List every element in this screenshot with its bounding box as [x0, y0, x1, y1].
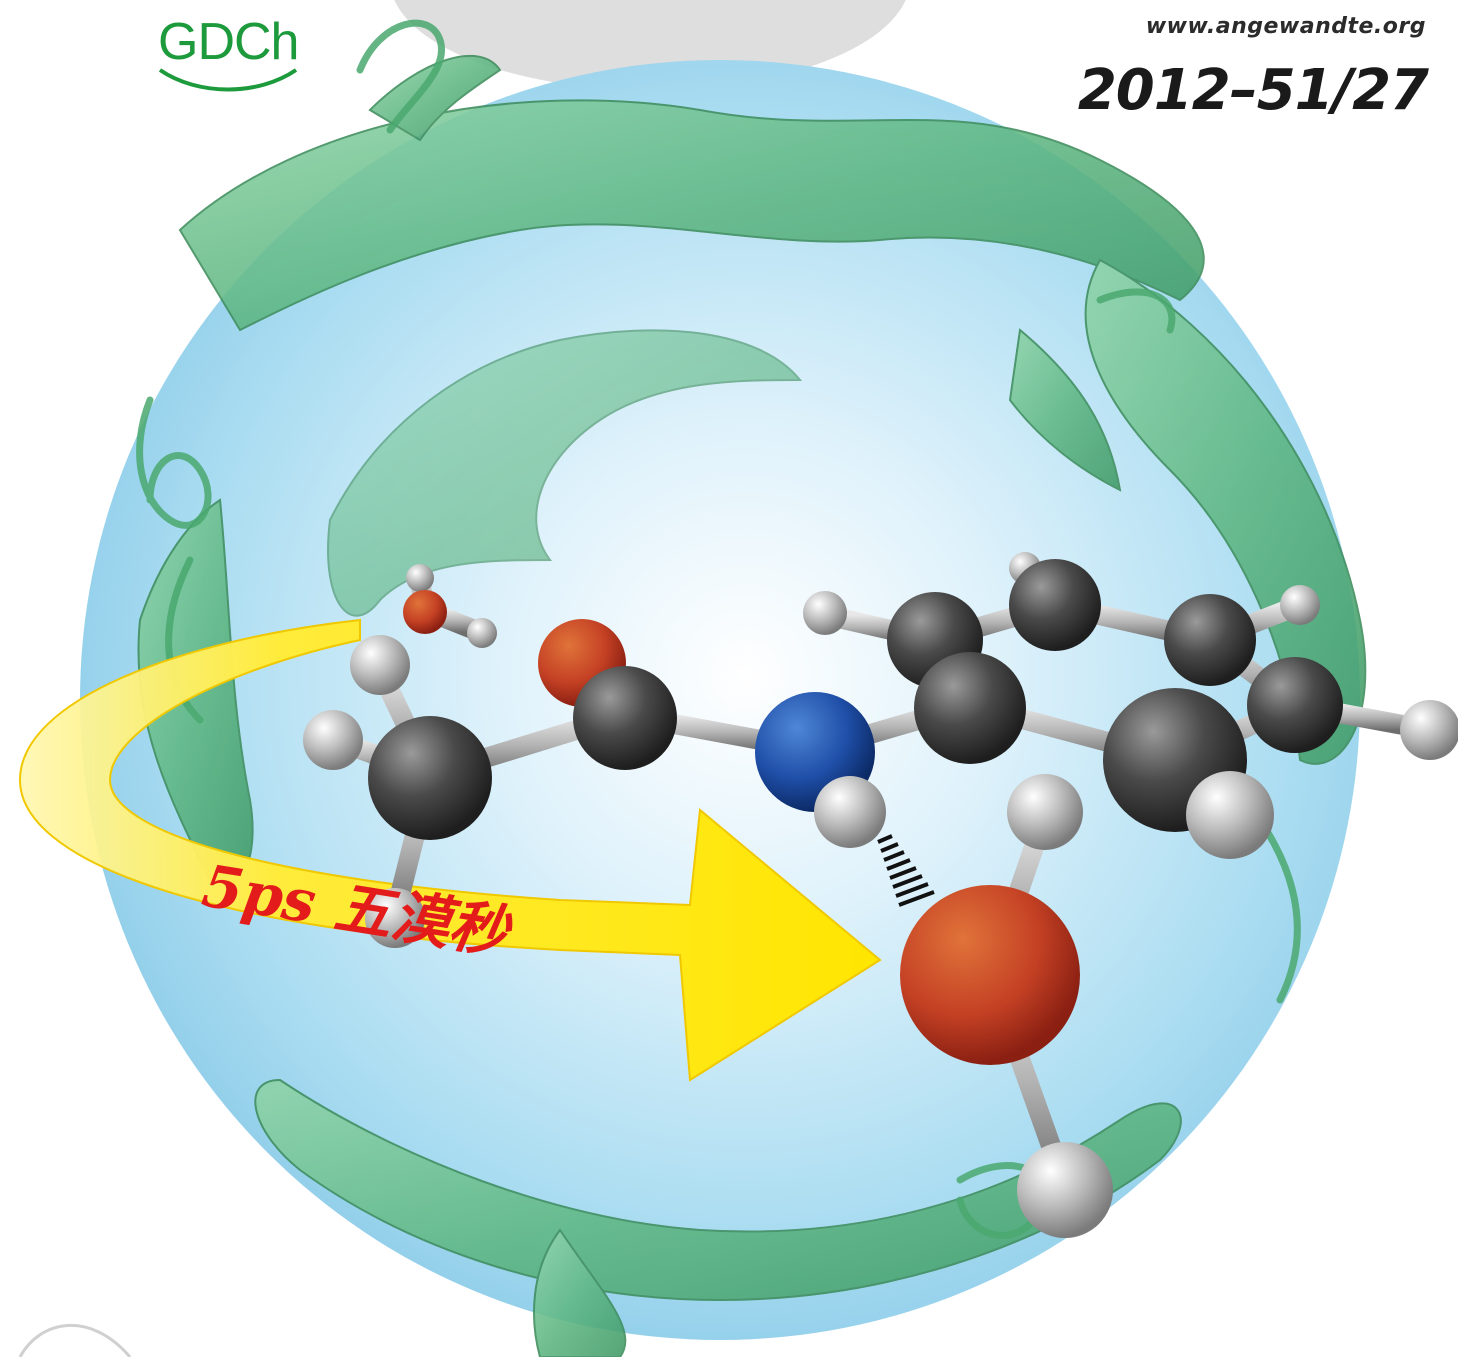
atom-hydrogen	[1007, 774, 1083, 850]
gdch-logo-text: GDCh	[158, 13, 299, 71]
hydrogen-bond	[877, 834, 935, 907]
atom-hydrogen	[467, 618, 497, 648]
gdch-logo: GDCh	[158, 12, 299, 92]
atom-carbon	[1009, 559, 1101, 651]
atom-hydrogen	[350, 635, 410, 695]
atoms	[303, 552, 1458, 1238]
atom-hydrogen	[1017, 1142, 1113, 1238]
gdch-logo-swoosh	[158, 68, 298, 92]
atom-hydrogen	[303, 710, 363, 770]
atom-carbon	[368, 716, 492, 840]
protein-coils	[136, 19, 1301, 1239]
atom-hydrogen	[406, 564, 434, 592]
journal-website: www.angewandte.org	[1145, 14, 1426, 39]
atom-hydrogen	[814, 776, 886, 848]
decorative-ring	[18, 1323, 132, 1357]
atom-carbon	[1164, 594, 1256, 686]
atom-hydrogen	[1280, 585, 1320, 625]
atom-carbon	[573, 666, 677, 770]
atom-oxygen-water	[403, 590, 447, 634]
issue-number: 2012–51/27	[1077, 58, 1429, 123]
atom-oxygen	[900, 885, 1080, 1065]
atom-carbon	[914, 652, 1026, 764]
atom-hydrogen	[803, 591, 847, 635]
atom-hydrogen	[1186, 771, 1274, 859]
atom-hydrogen	[1400, 700, 1458, 760]
atom-hydrogen	[365, 888, 425, 948]
atom-carbon	[1247, 657, 1343, 753]
protein-ribbons	[137, 55, 1367, 1357]
yellow-arrow	[18, 618, 882, 1082]
